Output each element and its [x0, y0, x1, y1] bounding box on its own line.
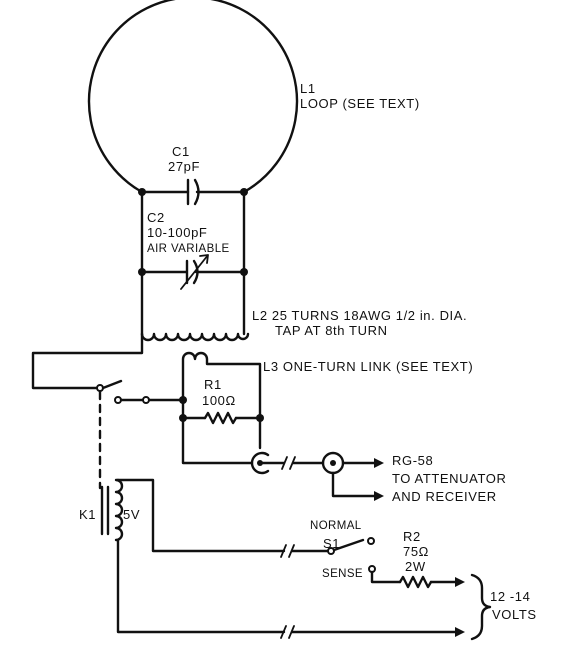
coax-out-shield — [331, 471, 380, 498]
supply-arrow-bottom — [455, 627, 465, 637]
l1-note-label: LOOP (SEE TEXT) — [300, 96, 420, 111]
s1-switch-arm — [332, 538, 365, 552]
coax-out-center-arrow — [374, 458, 384, 468]
l1-loop — [87, 0, 299, 194]
junction-r1-right — [256, 414, 264, 422]
l2-tap-label: TAP AT 8th TURN — [275, 323, 388, 338]
r2-ref-label: R2 — [403, 529, 421, 544]
l2-coil — [140, 332, 250, 342]
rf-out-line1: RG-58 — [392, 453, 433, 468]
rf-out-line3: AND RECEIVER — [392, 489, 497, 504]
s1-ref-label: S1 — [323, 536, 340, 551]
s1-normal-contact — [367, 537, 375, 545]
r2-rating-label: 2W — [405, 559, 426, 574]
r2-value-label: 75Ω — [403, 544, 429, 559]
l2-spec-label: L2 25 TURNS 18AWG 1/2 in. DIA. — [252, 308, 467, 323]
rf-out-line2: TO ATTENUATOR — [392, 471, 506, 486]
junction-r1-left — [179, 414, 187, 422]
k1-ref-label: K1 — [79, 507, 96, 522]
r1-value-label: 100Ω — [202, 393, 236, 408]
coax-left-pin — [257, 460, 263, 466]
junction-c2-right — [240, 268, 248, 276]
s1-title-label: NORMAL — [310, 520, 362, 532]
wire-k1-s1-break — [280, 544, 295, 558]
r2-resistor — [398, 575, 433, 589]
wire-k1-to-supply — [116, 538, 460, 634]
k1-coil — [114, 478, 124, 542]
relay-switch-arm — [101, 379, 123, 390]
wire-s1-to-r2 — [370, 570, 402, 584]
c2-ref-label: C2 — [147, 210, 165, 225]
coax-connector-left — [250, 451, 270, 475]
coax-out-shield-arrow — [374, 491, 384, 501]
wire-l2-to-relay — [31, 332, 144, 390]
l1-ref-label: L1 — [300, 81, 316, 96]
r1-resistor — [203, 411, 238, 425]
c1-value-label: 27pF — [168, 159, 200, 174]
k1-value-label: 5V — [123, 507, 140, 522]
r1-ref-label: R1 — [204, 377, 222, 392]
l3-link-coil — [181, 351, 262, 450]
c2-variable-arrow — [180, 254, 209, 290]
c2-note-label: AIR VARIABLE — [147, 243, 230, 255]
wire-k1-supply-break — [280, 625, 295, 639]
s1-position-label: SENSE — [322, 568, 363, 580]
coax-break-marks — [281, 456, 296, 470]
coax-right-pin — [330, 460, 336, 466]
junction-c2-left — [138, 268, 146, 276]
junction-r1-top — [179, 396, 187, 404]
c1-ref-label: C1 — [172, 144, 190, 159]
wire-k1-to-s1 — [116, 478, 329, 553]
supply-line2: VOLTS — [492, 607, 537, 622]
r1-node-wire — [181, 398, 254, 465]
supply-arrow-top — [455, 577, 465, 587]
supply-bracket — [470, 573, 492, 641]
supply-line1: 12 -14 — [490, 589, 530, 604]
c2-value-label: 10-100pF — [147, 225, 207, 240]
l3-note-label: L3 ONE-TURN LINK (SEE TEXT) — [263, 359, 473, 374]
